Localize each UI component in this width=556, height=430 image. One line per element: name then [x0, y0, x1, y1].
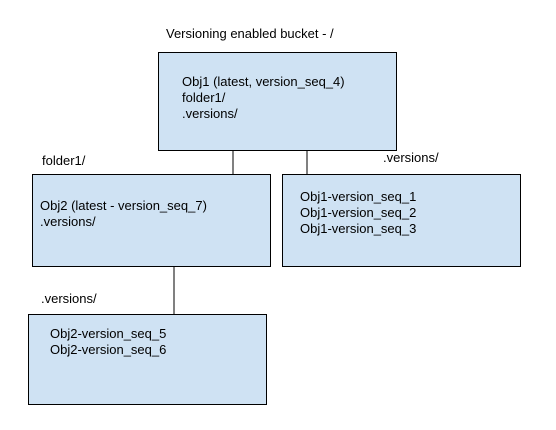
folder1-node-line: .versions/: [40, 214, 96, 229]
root-versions-line: Obj1-version_seq_1: [300, 189, 417, 204]
root-node-line: .versions/: [182, 106, 238, 121]
folder1-versions-line: Obj2-version_seq_6: [50, 342, 167, 357]
root-versions-line: Obj1-version_seq_3: [300, 221, 417, 236]
root-node-line: folder1/: [182, 90, 226, 105]
folder1-versions-label: .versions/: [41, 291, 97, 306]
diagram-title: Versioning enabled bucket - /: [166, 26, 334, 41]
folder1-versions-line: Obj2-version_seq_5: [50, 326, 167, 341]
root-versions-label: .versions/: [383, 150, 439, 165]
root-node-line: Obj1 (latest, version_seq_4): [182, 74, 345, 89]
root-versions-node: Obj1-version_seq_1 Obj1-version_seq_2 Ob…: [282, 174, 521, 267]
root-versions-line: Obj1-version_seq_2: [300, 205, 417, 220]
folder1-node: Obj2 (latest - version_seq_7) .versions/: [32, 174, 271, 267]
folder1-node-line: Obj2 (latest - version_seq_7): [40, 198, 207, 213]
root-bucket-node: Obj1 (latest, version_seq_4) folder1/ .v…: [158, 52, 397, 151]
folder1-versions-node: Obj2-version_seq_5 Obj2-version_seq_6: [28, 314, 267, 405]
folder1-label: folder1/: [42, 153, 86, 168]
